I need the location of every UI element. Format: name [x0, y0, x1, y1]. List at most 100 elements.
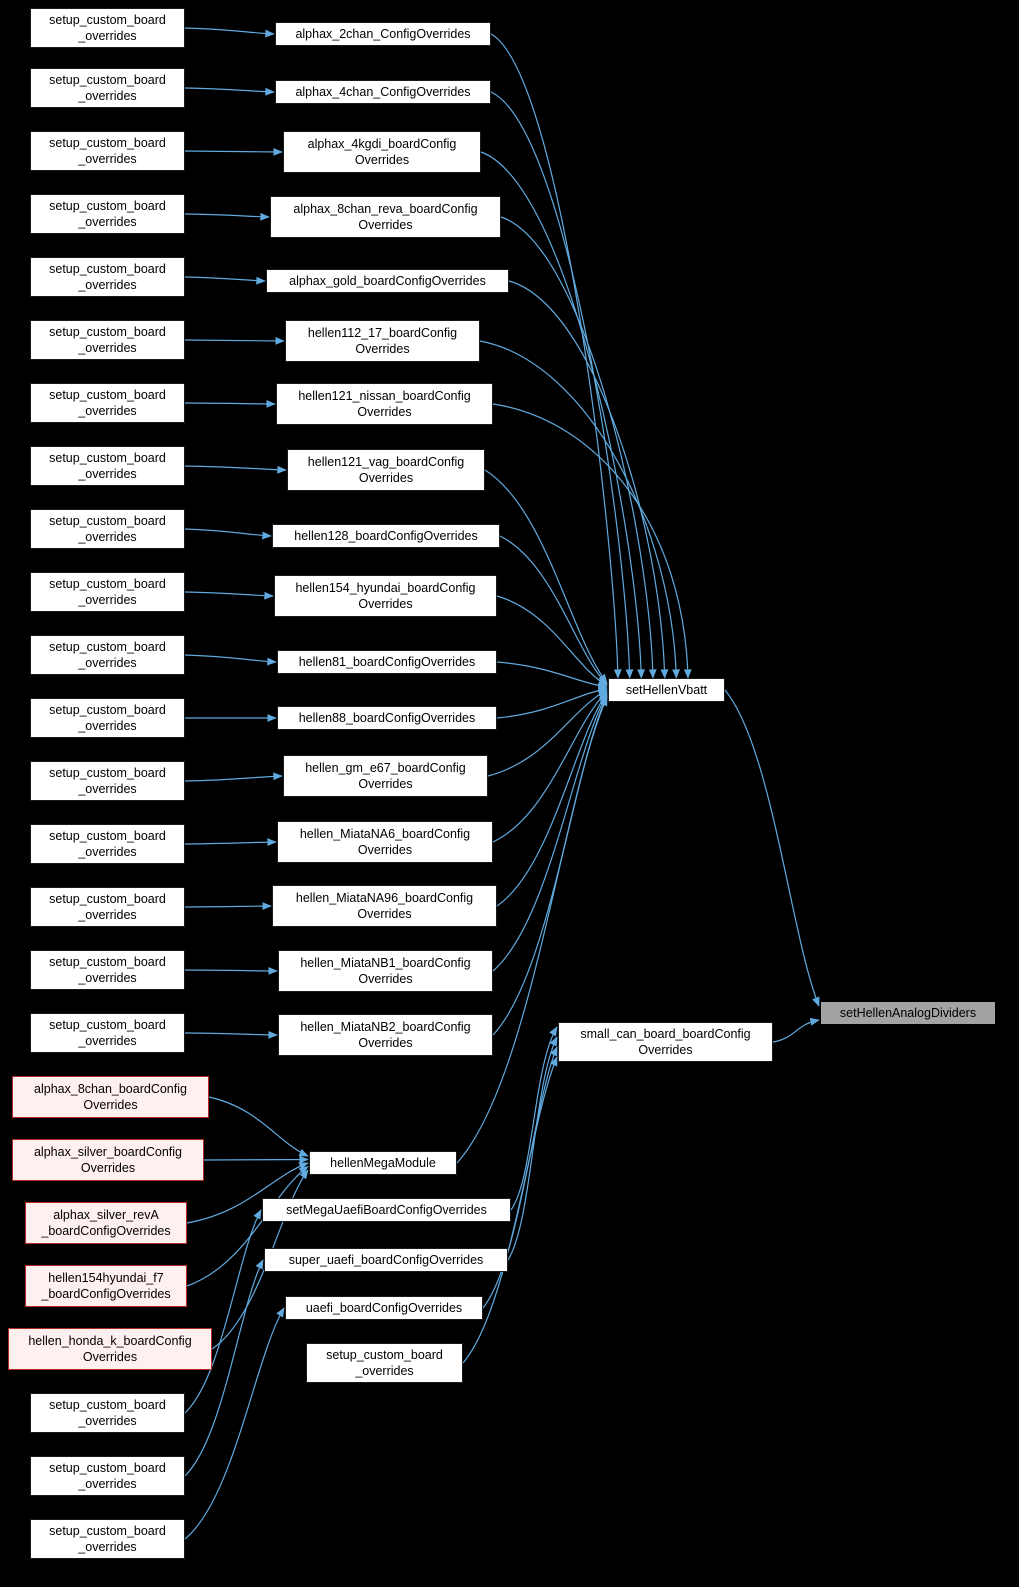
- function-name-label: setup_custom_board: [49, 135, 166, 150]
- graph-node-s19[interactable]: setup_custom_board_overrides: [30, 1456, 185, 1496]
- graph-node-s9[interactable]: setup_custom_board_overrides: [30, 509, 185, 549]
- call-edge-m8-vb: [484, 469, 608, 684]
- call-edge-m10-vb: [496, 595, 608, 687]
- function-name-label: setup_custom_board: [49, 765, 166, 780]
- function-name-label: hellen_gm_e67_boardConfig: [305, 760, 466, 775]
- function-name-label: hellen_MiataNB1_boardConfig: [300, 955, 471, 970]
- graph-node-su[interactable]: super_uaefi_boardConfigOverrides: [264, 1248, 508, 1272]
- function-name-label: hellen81_boardConfigOverrides: [298, 654, 476, 669]
- function-name-label: alphax_4kgdi_boardConfig: [307, 136, 457, 151]
- graph-node-s14[interactable]: setup_custom_board _overrides: [30, 824, 185, 864]
- graph-node-s18[interactable]: setup_custom_board_overrides: [30, 1393, 185, 1433]
- function-name-label: setup_custom_board: [49, 1523, 166, 1538]
- function-name-label: setup_custom_board: [49, 1460, 166, 1475]
- graph-node-s17[interactable]: setup_custom_board_overrides: [30, 1013, 185, 1053]
- graph-node-s12[interactable]: setup_custom_board_overrides: [30, 698, 185, 738]
- graph-node-s13[interactable]: setup_custom_board _overrides: [30, 761, 185, 801]
- graph-node-mu[interactable]: setMegaUaefiBoardConfigOverrides: [262, 1198, 511, 1222]
- graph-node-s11[interactable]: setup_custom_board_overrides: [30, 635, 185, 675]
- graph-node-m1[interactable]: alphax_2chan_ConfigOverrides: [275, 22, 491, 46]
- function-name-label: setup_custom_board: [49, 261, 166, 276]
- function-name-label: alphax_silver_revA: [53, 1207, 159, 1222]
- call-edge-sc-ad: [772, 1017, 820, 1043]
- graph-node-s20[interactable]: setup_custom_board _overrides: [30, 1519, 185, 1559]
- call-edge-s11-m11: [184, 654, 277, 666]
- call-edge-s14-m14: [184, 838, 277, 847]
- function-name-label: _overrides: [78, 404, 137, 418]
- graph-node-s3[interactable]: setup_custom_board _overrides: [30, 131, 185, 171]
- function-name-label: setup_custom_board: [49, 12, 166, 27]
- function-name-label: hellen88_boardConfigOverrides: [298, 710, 476, 725]
- function-name-label: setup_custom_board: [49, 513, 166, 528]
- function-name-label: hellen_MiataNB2_boardConfig: [300, 1019, 471, 1034]
- call-edge-s19-su: [184, 1259, 264, 1477]
- graph-node-s16[interactable]: setup_custom_board_overrides: [30, 950, 185, 990]
- function-name-label: Overrides: [358, 471, 414, 485]
- function-name-label: alphax_4chan_ConfigOverrides: [295, 84, 471, 99]
- graph-node-m12[interactable]: hellen88_boardConfigOverrides: [277, 706, 497, 730]
- graph-node-m2[interactable]: alphax_4chan_ConfigOverrides: [275, 80, 491, 104]
- function-name-label: _boardConfigOverrides: [41, 1224, 171, 1238]
- graph-node-vb[interactable]: setHellenVbatt: [608, 678, 725, 702]
- call-edge-s5-m5: [184, 276, 266, 285]
- graph-node-s8[interactable]: setup_custom_board_overrides: [30, 446, 185, 486]
- function-name-label: _overrides: [78, 215, 137, 229]
- function-name-label: _overrides: [78, 845, 137, 859]
- call-edge-r1-hm: [208, 1096, 309, 1157]
- graph-node-uu[interactable]: uaefi_boardConfigOverrides: [285, 1296, 483, 1320]
- graph-node-s21[interactable]: setup_custom_board_overrides: [306, 1343, 463, 1383]
- graph-node-s1[interactable]: setup_custom_board_overrides: [30, 8, 185, 48]
- graph-node-hm[interactable]: hellenMegaModule: [309, 1151, 457, 1175]
- function-name-label: Overrides: [638, 1043, 693, 1057]
- function-name-label: alphax_gold_boardConfigOverrides: [289, 273, 486, 288]
- graph-node-ad[interactable]: setHellenAnalogDividers: [820, 1001, 996, 1025]
- call-edge-m14-vb: [492, 690, 608, 843]
- function-name-label: Overrides: [83, 1098, 138, 1112]
- function-name-label: setup_custom_board: [49, 72, 166, 87]
- call-edge-m4-vb: [500, 216, 657, 679]
- graph-node-m11[interactable]: hellen81_boardConfigOverrides: [277, 650, 497, 674]
- call-edge-s13-m13: [184, 772, 283, 782]
- graph-node-s10[interactable]: setup_custom_board_overrides: [30, 572, 185, 612]
- function-name-label: small_can_board_boardConfig: [580, 1026, 751, 1041]
- call-edge-m5-vb: [508, 280, 669, 679]
- graph-node-s5[interactable]: setup_custom_board_overrides: [30, 257, 185, 297]
- graph-node-r3[interactable]: alphax_silver_revA _boardConfigOverrides: [25, 1202, 187, 1244]
- graph-node-s4[interactable]: setup_custom_board _overrides: [30, 194, 185, 234]
- graph-node-m5[interactable]: alphax_gold_boardConfigOverrides: [266, 269, 509, 293]
- call-edge-s3-m3: [184, 147, 283, 156]
- function-name-label: _overrides: [78, 1540, 137, 1554]
- graph-node-s6[interactable]: setup_custom_board_overrides: [30, 320, 185, 360]
- graph-node-s2[interactable]: setup_custom_board_overrides: [30, 68, 185, 108]
- function-name-label: Overrides: [82, 1350, 138, 1364]
- function-name-label: setup_custom_board: [49, 828, 166, 843]
- graph-node-r4[interactable]: hellen154hyundai_f7_boardConfigOverrides: [25, 1265, 187, 1307]
- graph-node-m9[interactable]: hellen128_boardConfigOverrides: [272, 524, 500, 548]
- graph-node-s7[interactable]: setup_custom_board_overrides: [30, 383, 185, 423]
- call-edge-vb-ad: [724, 689, 820, 1007]
- function-name-label: _overrides: [78, 782, 137, 796]
- function-name-label: _overrides: [78, 656, 137, 670]
- function-name-label: hellen_honda_k_boardConfig: [28, 1333, 192, 1348]
- function-name-label: _overrides: [78, 1034, 137, 1048]
- function-name-label: setup_custom_board: [49, 198, 166, 213]
- call-edge-su-sc: [507, 1036, 558, 1261]
- function-name-label: hellen154hyundai_f7: [48, 1270, 164, 1285]
- function-name-label: _overrides: [78, 152, 137, 166]
- graph-node-s15[interactable]: setup_custom_board_overrides: [30, 887, 185, 927]
